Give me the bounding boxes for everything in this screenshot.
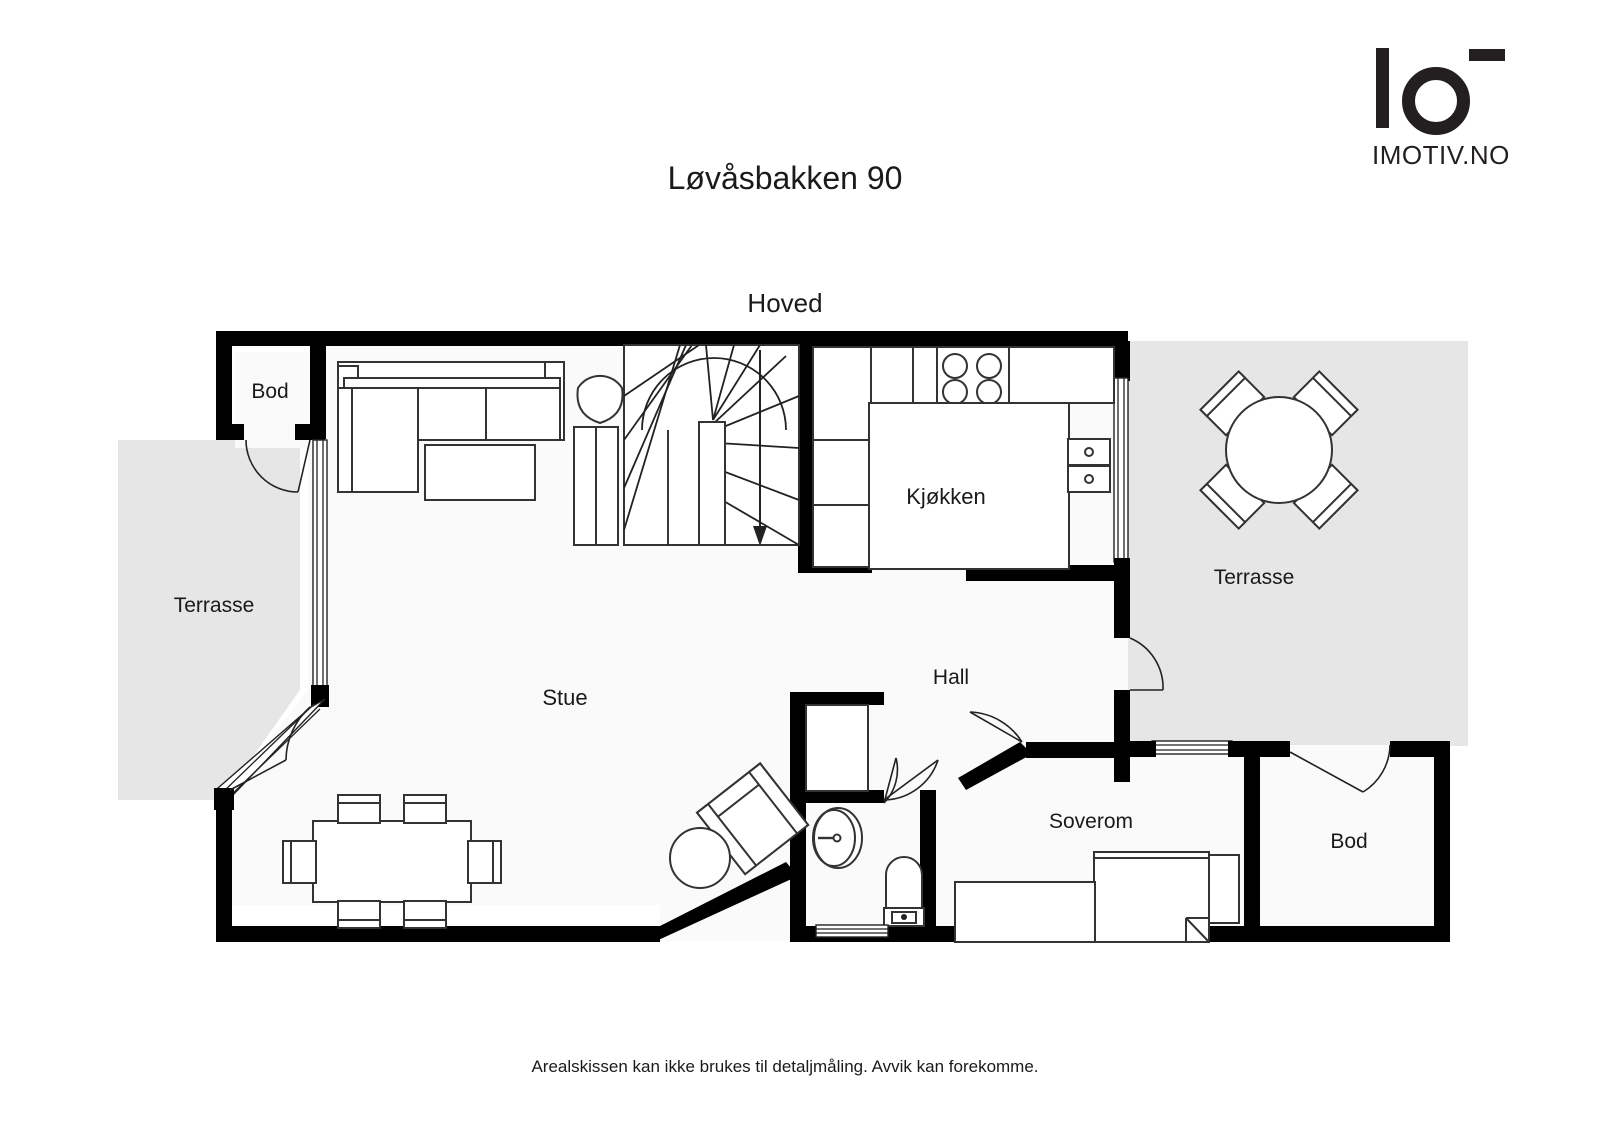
door-bath-inner xyxy=(883,757,899,804)
door-bod-left xyxy=(245,439,311,493)
wall-soverom-top2 xyxy=(1114,742,1130,760)
door-terrace-left xyxy=(229,706,311,791)
kitchen-island xyxy=(868,402,1070,570)
sectional-sofa xyxy=(337,361,565,493)
wall-stair-right xyxy=(798,341,813,571)
wall-top xyxy=(216,331,1128,346)
wall-right-mid xyxy=(1114,558,1130,634)
console-shelf xyxy=(573,426,619,546)
dining-chair xyxy=(403,794,447,824)
fan-chair xyxy=(576,374,624,425)
dining-chair xyxy=(337,794,381,824)
wall-bodright-left xyxy=(1244,741,1260,941)
logo-bar-shape xyxy=(1376,48,1389,128)
round-patio-table-4-chairs xyxy=(1199,370,1359,530)
wall-right-hall-door-top xyxy=(1114,620,1130,638)
wall-soverom-top3 xyxy=(1128,741,1156,757)
door-terrace-right xyxy=(1129,637,1164,691)
double-bed xyxy=(1093,851,1210,943)
wall-right-upper xyxy=(1114,341,1130,381)
cooktop-4-burner xyxy=(936,346,1010,408)
dining-chair xyxy=(403,900,447,929)
wall-bath-shelf xyxy=(790,790,884,803)
window-kitchen-right xyxy=(1113,377,1129,563)
room-label-bod-right: Bod xyxy=(1330,830,1368,853)
winder-staircase xyxy=(623,344,800,546)
kitchen-furniture xyxy=(812,346,1115,570)
plan-level-title: Hoved xyxy=(747,288,823,318)
coffee-table xyxy=(424,444,536,501)
toilet xyxy=(883,856,925,927)
wall-bodright-right xyxy=(1434,741,1450,941)
dining-chair xyxy=(467,840,502,884)
window-soverom xyxy=(1151,740,1233,755)
wall-left-upper xyxy=(216,331,232,439)
dining-table-6-chairs xyxy=(282,794,502,929)
wall-bod-left-bottom xyxy=(216,424,244,440)
bedroom-bench xyxy=(954,881,1096,943)
wall-soverom-top xyxy=(1026,742,1130,758)
patio-chair xyxy=(1292,463,1359,530)
room-label-soverom: Soverom xyxy=(1048,810,1134,833)
nightstand xyxy=(1208,854,1240,924)
wall-bottom-bath xyxy=(790,862,806,942)
patio-table xyxy=(1225,396,1333,504)
room-label-stue: Stue xyxy=(542,685,588,710)
wall-bottom-angled xyxy=(654,862,798,942)
door-hall-bathroom xyxy=(883,759,939,801)
dining-chair xyxy=(282,840,317,884)
wall-right-hall-door-bot xyxy=(1114,690,1130,782)
wall-bath-top xyxy=(790,692,884,705)
stair-direction-arrow xyxy=(753,350,767,546)
wall-bath-left xyxy=(790,692,806,872)
dining-chair xyxy=(337,900,381,929)
room-label-bod-left: Bod xyxy=(251,380,289,403)
brand-name: IMOTIV.NO xyxy=(1372,140,1510,170)
wall-soverom-top-angled xyxy=(958,742,1032,790)
room-label-kjokken: Kjøkken xyxy=(906,484,986,509)
round-side-table xyxy=(669,827,731,889)
window-bath-bottom xyxy=(815,924,889,938)
imotiv-logo-icon: IMOTIV.NO xyxy=(1372,40,1522,170)
bathroom-cabinet xyxy=(805,704,869,792)
page-title: Løvåsbakken 90 xyxy=(667,160,903,196)
terrace-right-area xyxy=(1128,341,1468,780)
terrace-left-area xyxy=(118,440,300,800)
wall-bath-right xyxy=(920,790,936,942)
wall-left-mid-post xyxy=(311,685,329,707)
door-hall-to-soverom xyxy=(969,711,1023,743)
disclaimer-text: Arealskissen kan ikke brukes til detaljm… xyxy=(531,1057,1039,1076)
window-left-upper xyxy=(312,439,328,689)
wall-left-bottom-vert xyxy=(216,800,232,930)
room-label-terrasse-right: Terrasse xyxy=(1213,566,1295,589)
room-label-hall: Hall xyxy=(932,666,970,689)
double-sink xyxy=(1067,438,1111,493)
door-bod-right xyxy=(1289,744,1391,793)
wall-bottom-stue xyxy=(216,926,660,942)
wall-bod-right xyxy=(310,341,326,439)
room-label-terrasse-left: Terrasse xyxy=(173,594,255,617)
logo-dash-shape xyxy=(1469,49,1505,61)
washbasin xyxy=(812,807,863,869)
